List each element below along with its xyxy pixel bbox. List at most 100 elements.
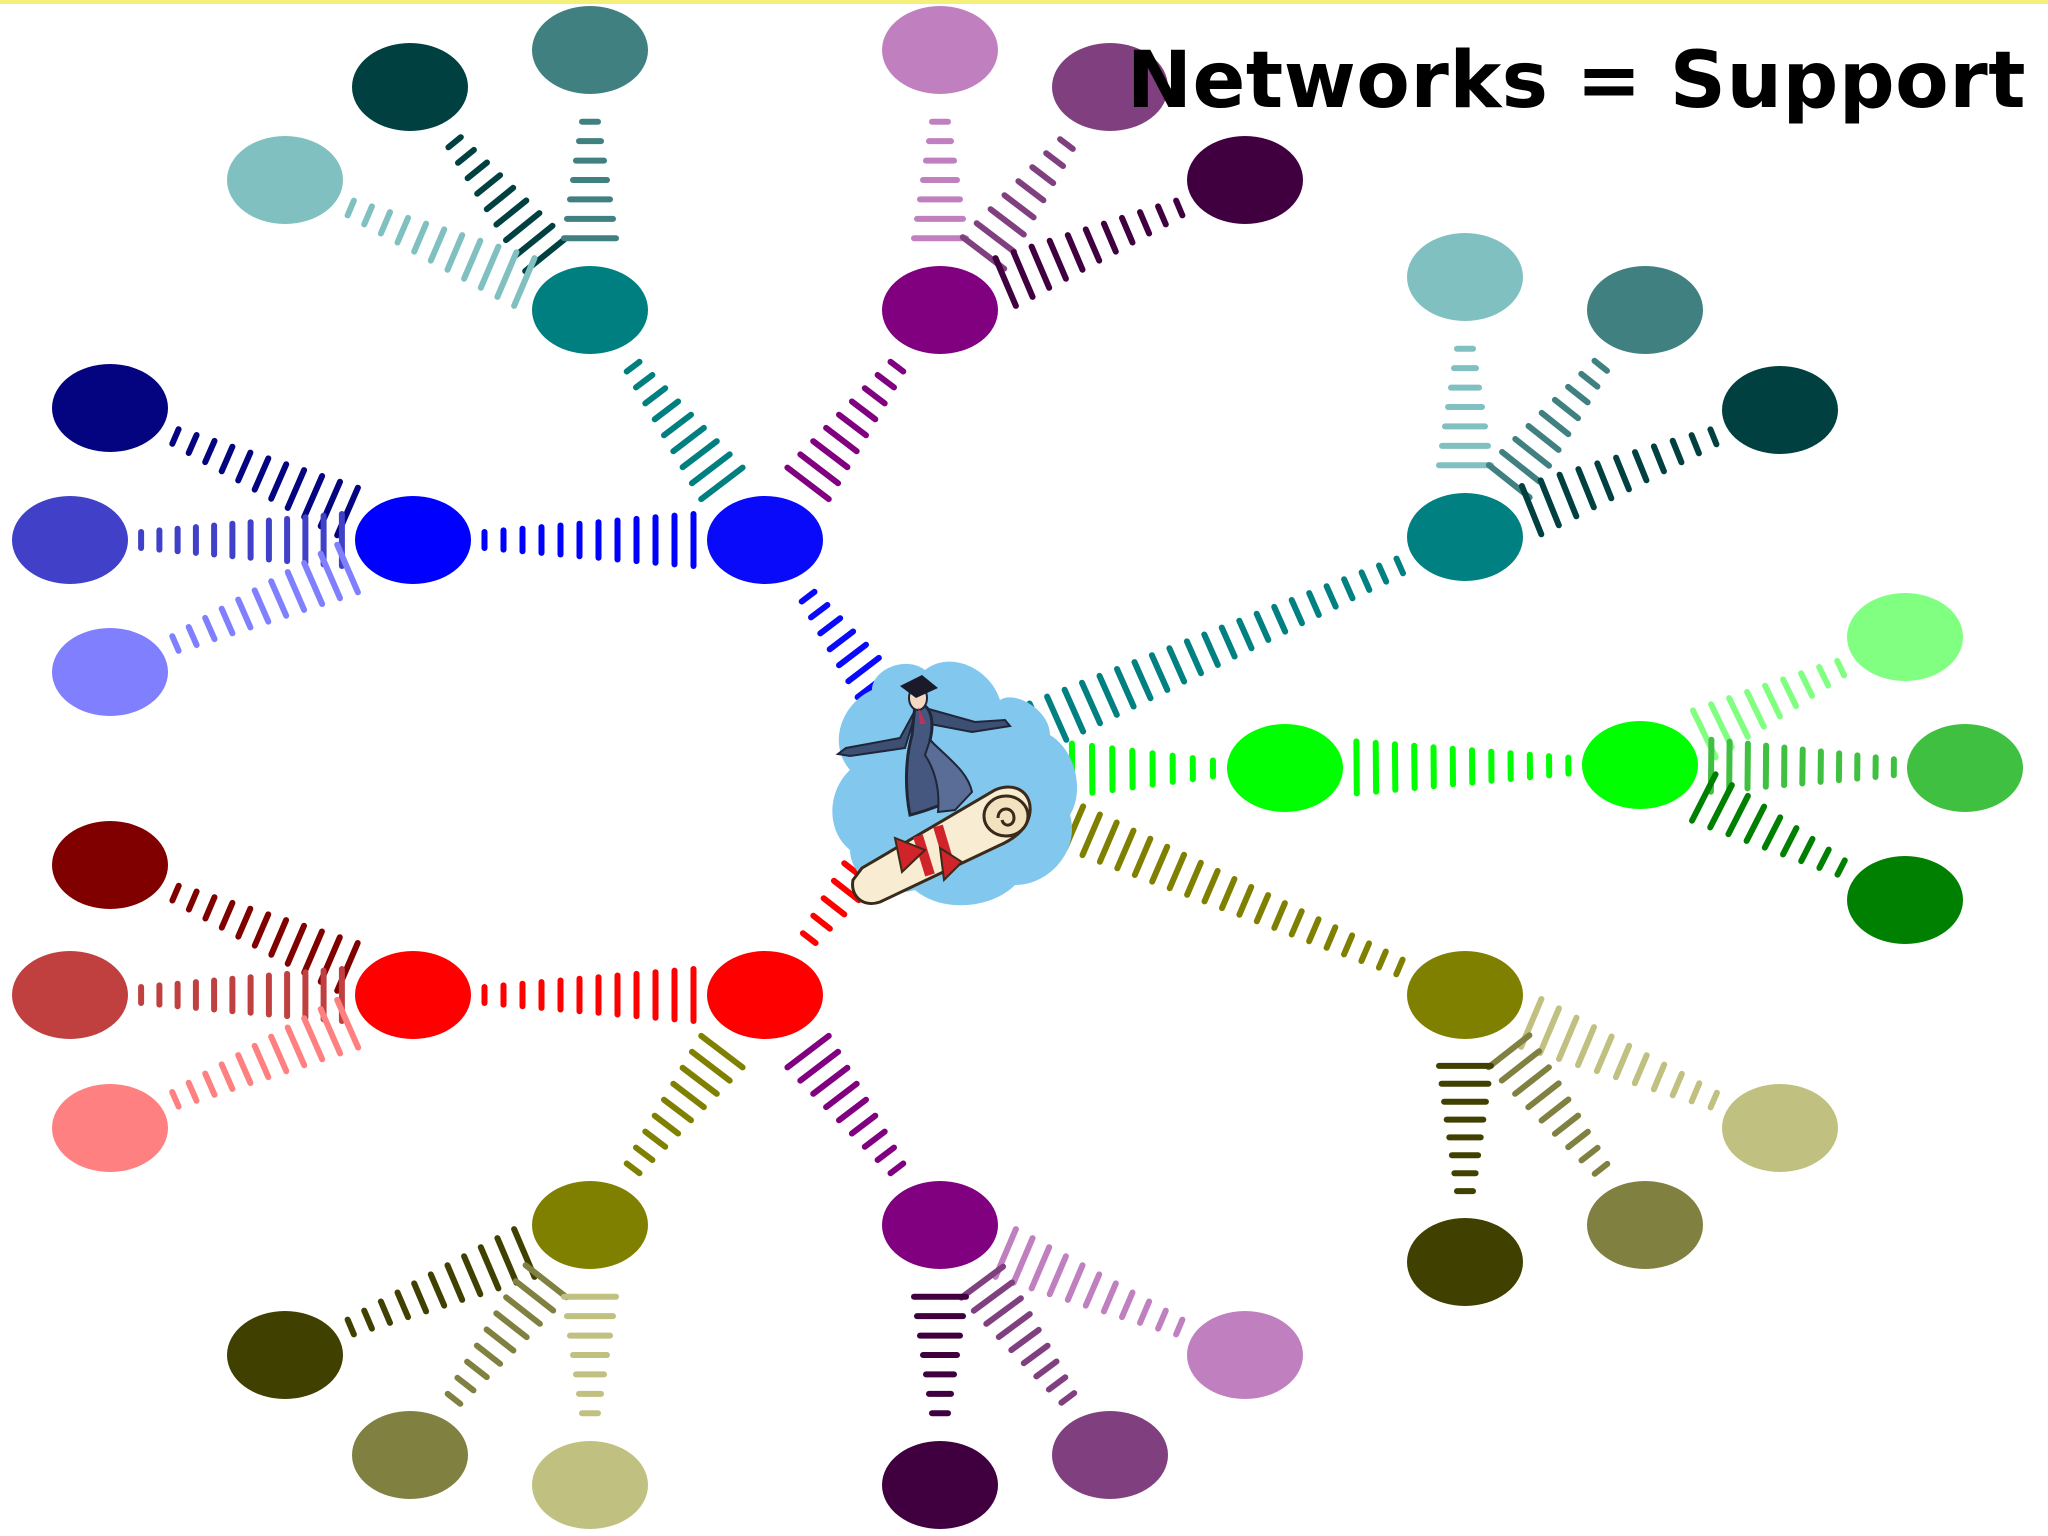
link-dash <box>185 888 200 913</box>
link-dash <box>798 588 818 605</box>
link-olive-bottom <box>623 1032 746 1177</box>
link-dash <box>185 624 200 648</box>
node-blue-leaf-1 <box>52 364 168 452</box>
link-dash <box>1044 693 1070 743</box>
link-red-leaf-3 <box>169 996 362 1110</box>
link-dash <box>1082 226 1103 264</box>
node-olive-right-leaf-2 <box>1587 1181 1703 1269</box>
node-red-leaf-3 <box>52 1084 168 1172</box>
link-dash <box>494 249 520 300</box>
link-dash <box>1551 396 1581 422</box>
link-dash <box>444 1390 464 1407</box>
link-dash <box>810 1064 851 1097</box>
link-dash <box>1594 460 1615 502</box>
node-teal-right-leaf-2 <box>1587 266 1703 354</box>
link-dash <box>1079 679 1103 727</box>
link-dash <box>1556 471 1580 520</box>
link-teal-right <box>991 555 1406 768</box>
link-dash <box>661 411 694 439</box>
link-dash <box>218 443 236 475</box>
link-dash <box>1096 672 1120 718</box>
link-dash <box>823 424 860 455</box>
link-teal-leaf-2 <box>561 118 619 242</box>
link-dash <box>284 467 308 511</box>
link-dash <box>1538 1096 1572 1124</box>
link-dash <box>1565 383 1591 406</box>
node-red <box>355 951 471 1039</box>
link-dash <box>394 1289 411 1321</box>
link-dash <box>623 1160 643 1177</box>
link-dash <box>1020 1342 1051 1367</box>
link-dash <box>1816 664 1832 689</box>
link-dash <box>461 237 484 282</box>
link-dash <box>1033 1358 1060 1380</box>
link-purple-bottom-leaf-2 <box>958 1263 1078 1406</box>
link-dash <box>1306 590 1322 618</box>
node-purple-bottom-leaf-1 <box>1187 1311 1303 1399</box>
link-dash <box>268 578 290 619</box>
link-dash <box>1218 624 1238 660</box>
link-dash <box>474 172 504 197</box>
link-dash <box>651 1112 682 1137</box>
node-teal-leaf-3 <box>227 136 343 224</box>
node-purple-top-leaf-2 <box>1052 43 1168 131</box>
link-dash <box>1114 827 1137 872</box>
node-blue-leaf-2 <box>12 496 128 584</box>
slide-title: Networks = Support <box>1126 36 2026 126</box>
link-dash <box>344 197 357 219</box>
node-green-leaf-1 <box>1847 593 1963 681</box>
link-dash <box>1551 1112 1582 1137</box>
link-purple-bottom-leaf-3 <box>911 1293 969 1417</box>
link-dash <box>1707 782 1735 831</box>
node-purple-top-leaf-1 <box>882 6 998 94</box>
link-dash <box>1613 454 1632 493</box>
link-dash <box>185 1079 200 1104</box>
link-dash <box>661 1096 694 1124</box>
link-dash <box>670 1080 707 1111</box>
link-dash <box>185 432 200 456</box>
link-dash <box>284 1024 308 1069</box>
link-dash <box>427 226 448 264</box>
link-dash <box>1798 670 1815 699</box>
link-dash <box>1323 583 1339 610</box>
links-layer <box>138 118 1897 1417</box>
link-dash <box>1632 449 1650 484</box>
link-dash <box>1015 178 1047 204</box>
link-dash <box>1131 835 1154 878</box>
link-dash <box>512 1278 557 1314</box>
link-dash <box>1155 1307 1169 1332</box>
link-purple-top <box>784 358 907 503</box>
link-dash <box>1201 867 1221 905</box>
link-dash <box>483 184 517 213</box>
link-dash <box>1119 1289 1136 1321</box>
link-dash <box>511 255 538 309</box>
link-olive-right-leaf-2 <box>1485 1032 1611 1177</box>
link-dash <box>317 550 343 602</box>
link-dash <box>1183 638 1204 677</box>
link-blue-leaf-1 <box>169 426 361 539</box>
link-dash <box>1578 1144 1601 1164</box>
link-dash <box>848 398 879 423</box>
link-dash <box>1518 483 1545 538</box>
node-teal-right-leaf-3 <box>1722 366 1838 454</box>
link-dash <box>334 541 361 596</box>
link-dash <box>251 1042 272 1081</box>
link-dash <box>1525 1080 1562 1111</box>
link-dash <box>784 1032 832 1071</box>
link-dash <box>473 1342 504 1367</box>
link-olive-bottom-leaf-2 <box>444 1262 570 1407</box>
link-dash <box>503 1294 543 1327</box>
link-dash <box>301 560 326 607</box>
link-dash <box>251 911 272 949</box>
link-dash <box>848 1112 879 1137</box>
link-dash <box>284 569 308 613</box>
graduate-surfing-on-diploma-icon <box>832 661 1078 906</box>
link-dash <box>1028 243 1053 291</box>
link-dash <box>1375 948 1389 971</box>
node-hub-blue <box>707 496 823 584</box>
link-dash <box>1537 1005 1562 1056</box>
link-dash <box>679 1064 720 1097</box>
link-dash <box>445 134 464 151</box>
link-red <box>481 966 697 1024</box>
link-dash <box>455 146 477 166</box>
